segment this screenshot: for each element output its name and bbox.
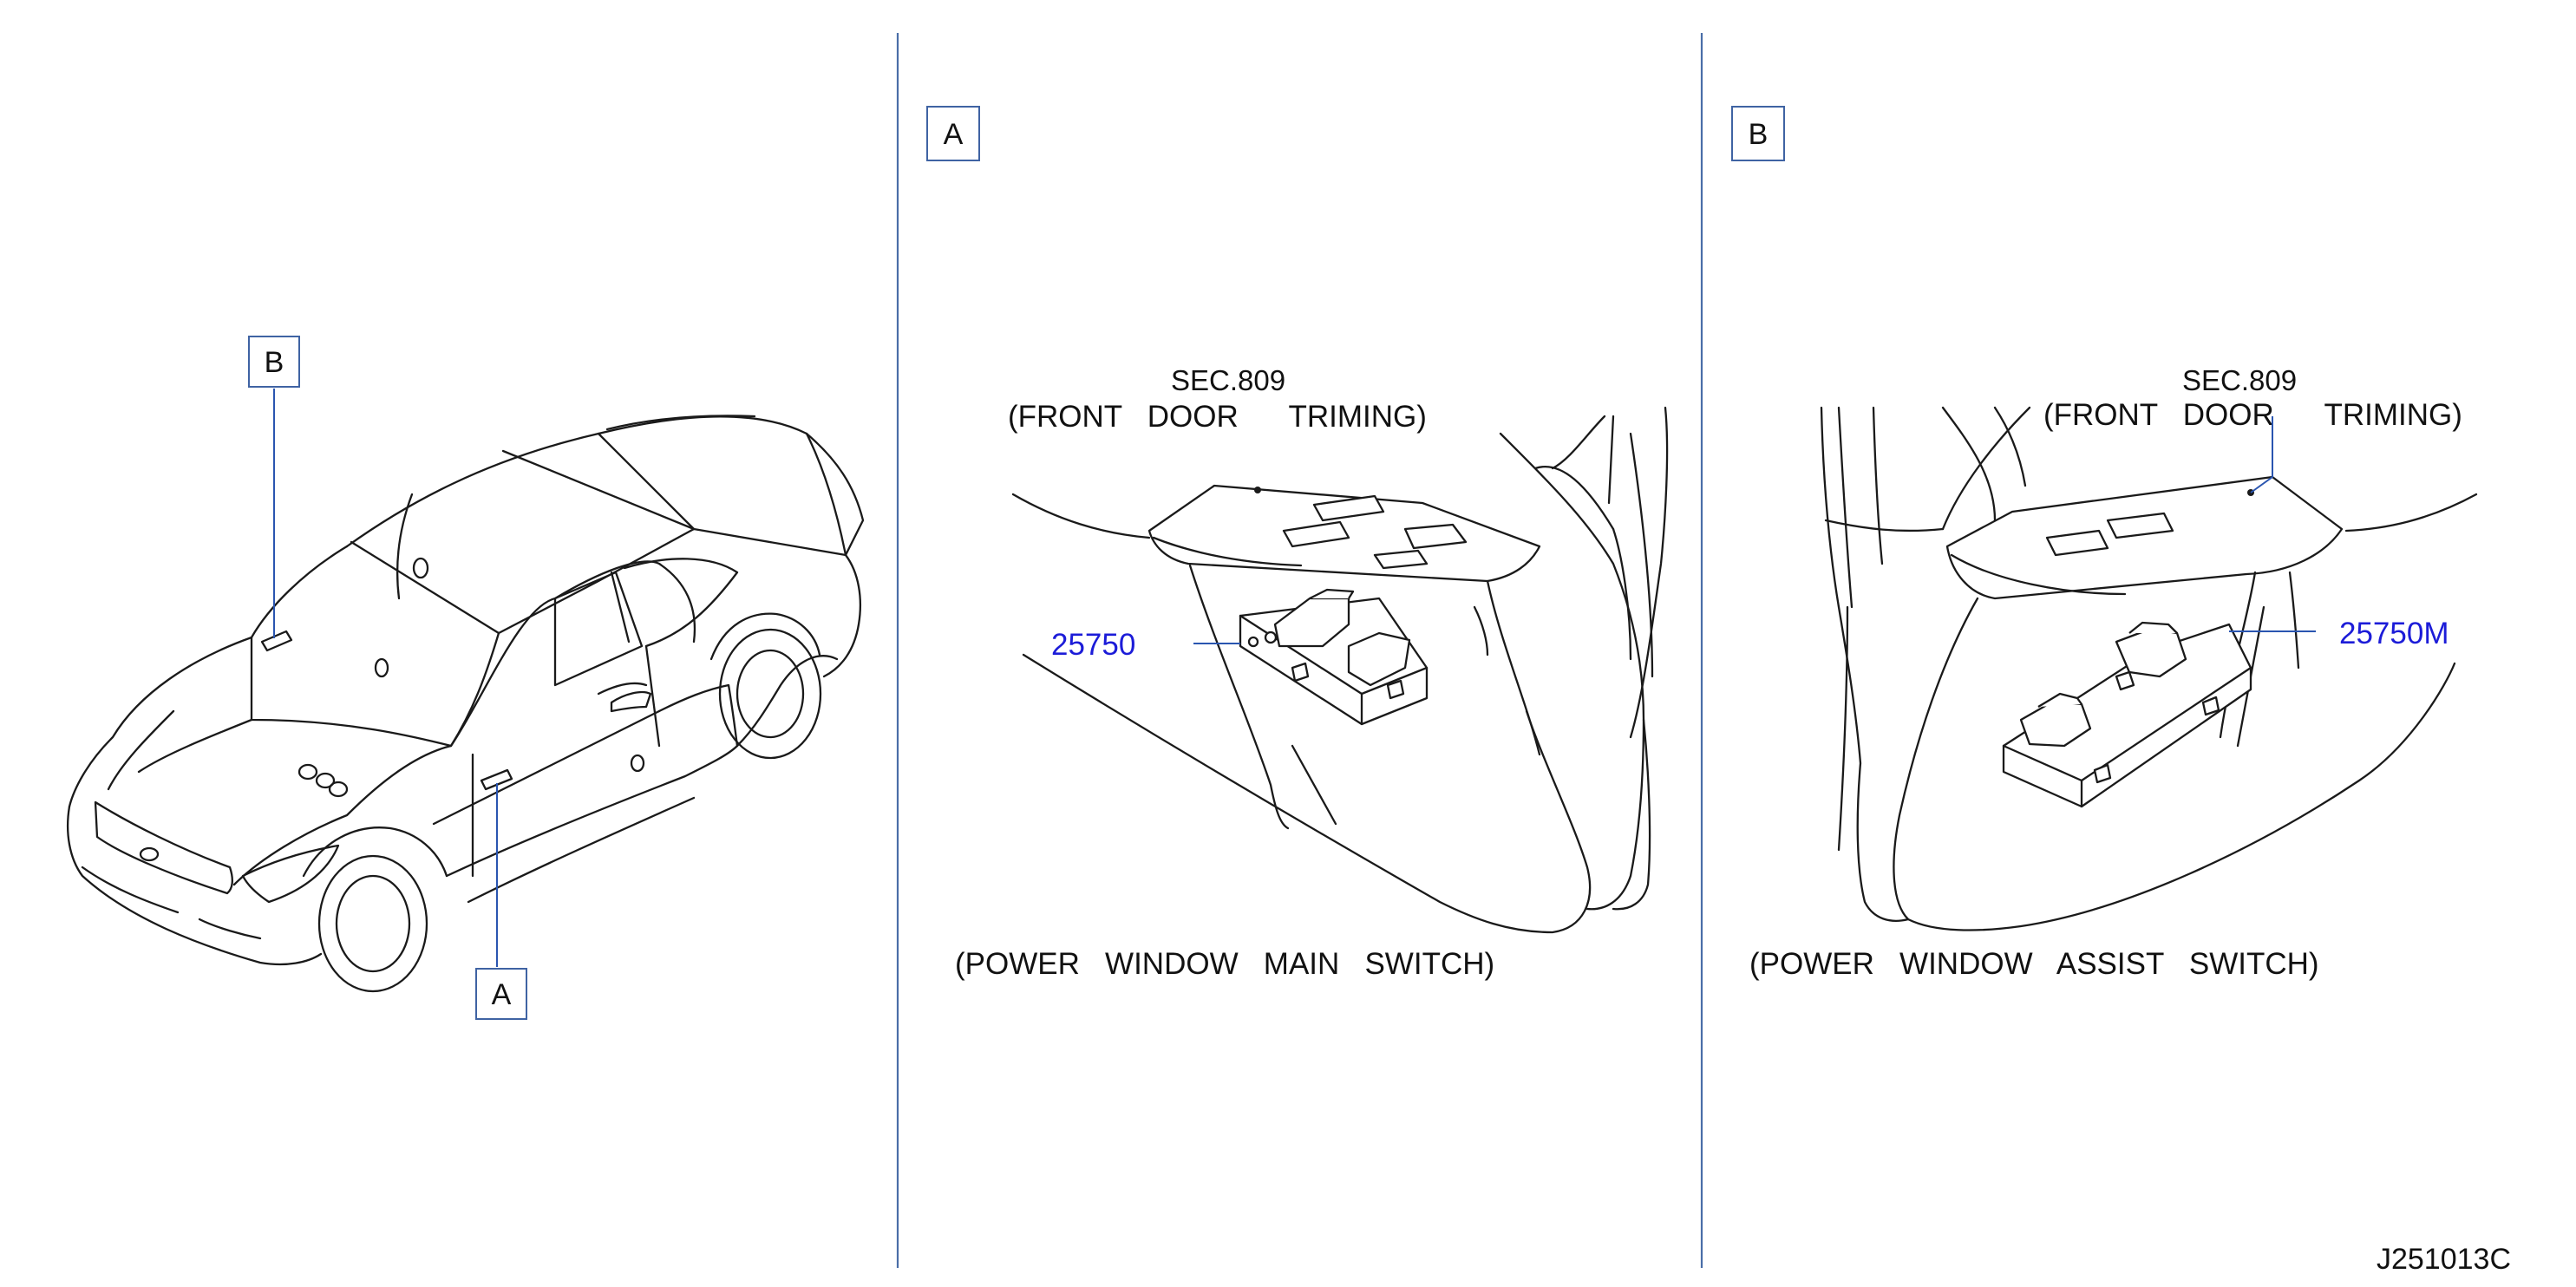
panel-b-part-number: 25750M: [2339, 617, 2449, 650]
panel-a: A SEC.809 (FRONT DOOR TRIMING): [926, 106, 1669, 981]
panel-b: B SEC.809 (FRONT DOOR TRIMING): [1731, 106, 2478, 981]
panel-b-tag-box: [1731, 106, 1785, 161]
callout-label-b: B: [265, 346, 284, 379]
callout-label-a: A: [492, 978, 512, 1011]
panel-b-tag-label: B: [1749, 118, 1769, 151]
panel-a-tag-box: [926, 106, 980, 161]
power-window-main-switch-drawing: [1239, 588, 1429, 726]
panel-b-sec-leader: [2250, 416, 2273, 493]
callout-box-a: [475, 968, 527, 1020]
panel-b-caption: (POWER WINDOW ASSIST SWITCH): [1749, 947, 2319, 981]
panel-b-sec-ref: SEC.809: [2182, 364, 2297, 396]
panel-b-sec-desc: (FRONT DOOR TRIMING): [2043, 398, 2462, 432]
car-overview-drawing: [67, 415, 865, 993]
panel-a-part-number: 25750: [1051, 628, 1135, 662]
front-door-trim-drawing-b: [1820, 406, 2478, 931]
panel-a-sec-ref: SEC.809: [1171, 364, 1285, 396]
callout-box-b: [248, 336, 300, 388]
power-window-assist-switch-drawing: [2002, 621, 2252, 808]
drawing-number: J251013C: [2377, 1243, 2511, 1276]
panel-a-caption: (POWER WINDOW MAIN SWITCH): [955, 947, 1494, 981]
panel-a-sec-desc: (FRONT DOOR TRIMING): [1008, 400, 1427, 434]
panel-a-tag-label: A: [944, 118, 964, 151]
front-door-trim-drawing-a: [1011, 406, 1669, 934]
